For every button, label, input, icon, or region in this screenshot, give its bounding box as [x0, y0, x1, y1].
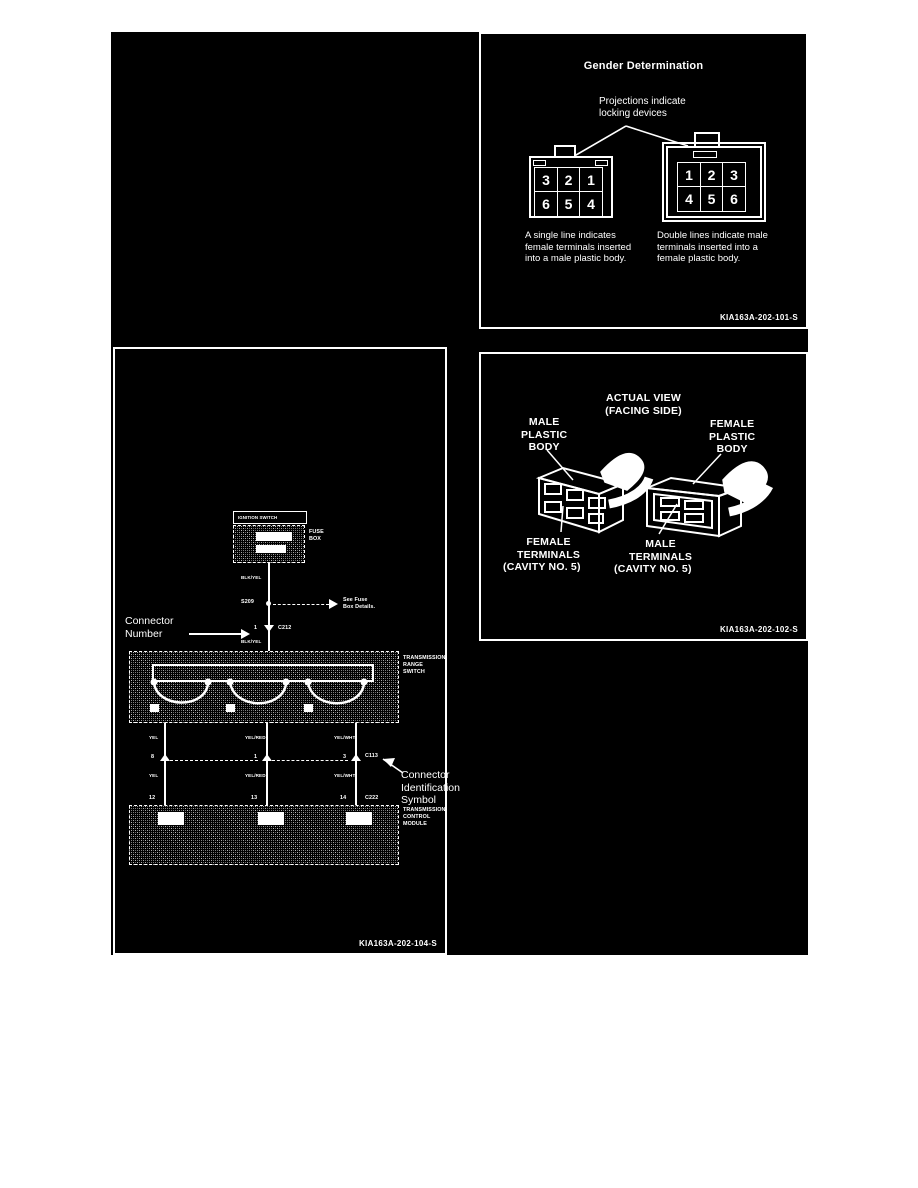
pin-cell: 6 [534, 191, 558, 217]
actual-view-title: ACTUAL VIEW [606, 392, 681, 404]
splice-id-s209: S209 [241, 599, 254, 605]
connector-id-c212: C212 [278, 625, 292, 631]
tcm-pad-left [158, 812, 184, 825]
wire-center-lower [266, 761, 268, 805]
connector-double-line: 1 2 3 4 5 6 [662, 132, 766, 222]
figure-title-gender: Gender Determination [583, 60, 704, 72]
figure-gender-determination: Gender Determination Projections indicat… [479, 32, 808, 329]
figure-wiring-diagram: IGNITION SWITCH FUSE BOX BLK/YEL S209 Se… [113, 347, 460, 955]
fuse-box-label: FUSE BOX [309, 529, 324, 542]
pin-cell: 4 [677, 186, 701, 212]
actual-view-illustration [535, 449, 774, 538]
label-female-terminals-cavity: (CAVITY NO. 5) [503, 561, 581, 573]
caption-single-line: A single line indicates female terminals… [525, 230, 632, 264]
figure-code-gender: KIA163A-202-101-S [719, 313, 798, 322]
caption-double-line: Double lines indicate male terminals ins… [657, 230, 768, 264]
pin-cell: 3 [534, 167, 558, 193]
keyway-notch-left-a [533, 160, 546, 166]
transmission-control-module-component [129, 805, 399, 865]
transmission-control-module-label: TRANSMISSION CONTROL MODULE [403, 807, 446, 827]
page-canvas: Gender Determination Projections indicat… [111, 32, 808, 955]
fuse-element-b [256, 545, 286, 553]
splice-arrowhead [329, 599, 338, 609]
figure-actual-view: ACTUAL VIEW (FACING SIDE) MALE PLASTIC B… [479, 352, 808, 641]
see-fuse-box-details-note: See Fuse Box Details. [343, 597, 376, 610]
callout-connector-number-line [189, 633, 241, 635]
pin-number-tcm-left: 12 [149, 795, 156, 801]
wire-left-upper [164, 723, 166, 757]
pin-cell: 5 [699, 186, 724, 212]
projections-note: Projections indicate locking devices [599, 96, 686, 119]
pin-cell: 3 [722, 162, 746, 188]
pin-cell: 5 [556, 191, 581, 217]
wire-label-left-lower: YEL [149, 773, 159, 778]
callout-connector-number: Connector Number [125, 615, 174, 640]
keyway-notch-left-b [595, 160, 608, 166]
ignition-switch-label: IGNITION SWITCH [238, 515, 278, 520]
keyway-notch-right [693, 151, 717, 158]
wire-left-lower [164, 761, 166, 805]
wire-right-lower [355, 761, 357, 805]
connector-symbol-c113-left [160, 754, 170, 761]
transmission-range-switch-component [129, 651, 399, 723]
switch-contact-bar [152, 664, 374, 682]
pin-number-c212: 1 [254, 625, 258, 631]
figure-code-wiring: KIA163A-202-104-S [358, 939, 437, 948]
tcm-pad-center [258, 812, 284, 825]
connector-id-c113: C113 [365, 753, 378, 759]
label-male-terminals: MALE TERMINALS [629, 538, 693, 563]
connector-symbol-c113-center [262, 754, 272, 761]
tcm-pad-right [346, 812, 372, 825]
label-female-plastic-body: FEMALE PLASTIC BODY [709, 418, 756, 455]
pin-number-tcm-right: 14 [340, 795, 347, 801]
feed-wire [268, 563, 270, 651]
pin-cell: 6 [722, 186, 746, 212]
label-female-terminals: FEMALE TERMINALS [517, 536, 581, 561]
pin-cell: 4 [579, 191, 603, 217]
connector-id-c222: C222 [365, 795, 379, 801]
pin-number-c113-left: 8 [151, 754, 155, 760]
wire-right-upper [355, 723, 357, 757]
label-male-terminals-cavity: (CAVITY NO. 5) [614, 563, 692, 575]
wire-label-center-upper: YEL/RED [245, 735, 266, 740]
actual-view-subtitle: (FACING SIDE) [605, 405, 682, 417]
wire-label-left-upper: YEL [149, 735, 159, 740]
callout-connector-identification-symbol: Connector Identification Symbol [401, 769, 460, 806]
callout-connector-number-arrow [241, 629, 250, 639]
pin-cell: 2 [699, 162, 724, 188]
transmission-range-switch-label: TRANSMISSION RANGE SWITCH [403, 655, 446, 675]
c113-dash-b [272, 760, 348, 761]
pin-number-c113-right: 3 [343, 754, 347, 760]
pin-cell: 1 [677, 162, 701, 188]
wire-label-feed-lower: BLK/YEL [241, 639, 262, 644]
connector-symbol-c212 [264, 625, 274, 632]
pin-cell: 2 [556, 167, 581, 193]
pin-cell: 1 [579, 167, 603, 193]
wire-center-upper [266, 723, 268, 757]
pin-number-c113-center: 1 [254, 754, 258, 760]
splice-dot-s209 [266, 601, 271, 606]
connector-symbol-c113-right [351, 754, 361, 761]
wire-label-center-lower: YEL/RED [245, 773, 266, 778]
c113-dash-a [170, 760, 258, 761]
label-male-plastic-body: MALE PLASTIC BODY [521, 416, 568, 453]
fuse-element-a [256, 532, 292, 541]
fuse-box-component [233, 525, 305, 563]
wire-label-feed-upper: BLK/YEL [241, 575, 262, 580]
ignition-switch-box: IGNITION SWITCH [233, 511, 307, 524]
splice-dash-lead [273, 604, 329, 605]
pin-number-tcm-center: 13 [251, 795, 258, 801]
figure-code-actual-view: KIA163A-202-102-S [719, 625, 798, 634]
wire-label-right-lower: YEL/WHT [334, 773, 356, 778]
wire-label-right-upper: YEL/WHT [334, 735, 356, 740]
connector-single-line: 3 2 1 6 5 4 [529, 145, 613, 218]
